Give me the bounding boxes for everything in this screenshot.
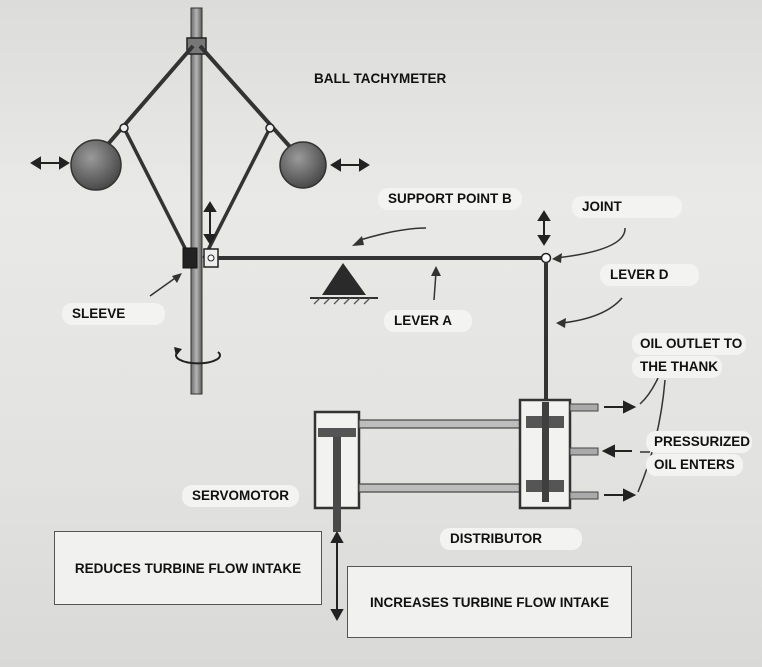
lever-d-label: LEVER D bbox=[600, 264, 699, 287]
right-ball bbox=[279, 141, 327, 189]
sleeve-label: SLEEVE bbox=[62, 303, 166, 326]
reduces-flow-box: REDUCES TURBINE FLOW INTAKE bbox=[54, 531, 322, 605]
lever-a-callout bbox=[433, 271, 437, 301]
lever-d-callout bbox=[561, 297, 623, 324]
left-ball bbox=[70, 139, 122, 191]
ball-tachymeter-label: BALL TACHYMETER bbox=[314, 71, 447, 86]
joint-callout bbox=[555, 227, 626, 259]
sleeve bbox=[182, 247, 198, 269]
outlet-lower-arrow bbox=[604, 488, 637, 502]
pressurized-label-line1: PRESSURIZED bbox=[646, 431, 753, 454]
servomotor-label: SERVOMOTOR bbox=[182, 485, 300, 508]
increases-flow-label: INCREASES TURBINE FLOW INTAKE bbox=[370, 594, 609, 610]
left-ball-arrow bbox=[30, 156, 70, 170]
lever-a-label: LEVER A bbox=[384, 310, 473, 333]
tachymeter-shaft bbox=[190, 7, 203, 395]
support-point-b bbox=[322, 263, 366, 295]
rotation-arrow bbox=[175, 351, 221, 365]
right-ball-arrow bbox=[330, 158, 370, 172]
outlet-upper-arrow bbox=[604, 400, 637, 414]
left-upper-arm bbox=[94, 44, 195, 160]
servomotor-rod bbox=[333, 437, 341, 532]
flow-direction-arrow bbox=[330, 530, 344, 622]
support-point-b-label: SUPPORT POINT B bbox=[378, 188, 522, 211]
sleeve-callout bbox=[149, 275, 179, 297]
right-upper-arm bbox=[198, 44, 302, 160]
support-callout bbox=[359, 227, 427, 241]
oil-outlet-label-line1: OIL OUTLET TO bbox=[632, 333, 747, 356]
pressurized-inlet-arrow bbox=[601, 444, 632, 458]
distributor-stem bbox=[542, 402, 549, 502]
distributor-label: DISTRIBUTOR bbox=[440, 528, 583, 551]
joint bbox=[540, 252, 552, 264]
increases-flow-box: INCREASES TURBINE FLOW INTAKE bbox=[347, 566, 632, 638]
reduces-flow-label: REDUCES TURBINE FLOW INTAKE bbox=[74, 560, 302, 576]
joint-motion-arrow bbox=[537, 210, 551, 246]
oil-outlet-label-line2: THE THANK bbox=[632, 356, 722, 379]
pressurized-label-line2: OIL ENTERS bbox=[646, 454, 743, 477]
joint-label: JOINT bbox=[572, 196, 682, 219]
upper-oil-pipe bbox=[358, 419, 524, 429]
lower-oil-pipe bbox=[358, 483, 524, 493]
sleeve-motion-arrow bbox=[203, 201, 217, 245]
left-lower-link bbox=[122, 127, 192, 259]
servomotor-piston bbox=[318, 428, 356, 437]
